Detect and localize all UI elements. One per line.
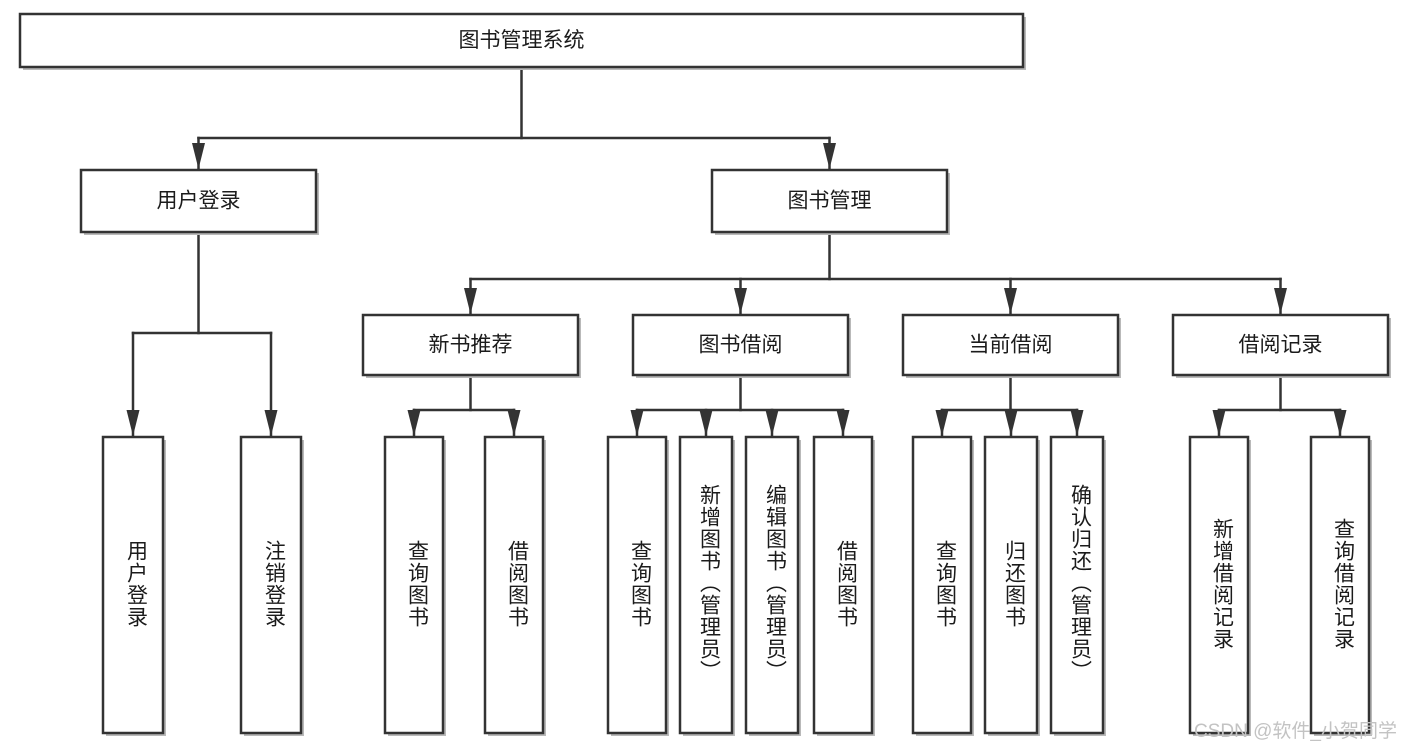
arrow-to-book-borrow xyxy=(734,288,747,314)
node-box-leaf-rec-borrow[interactable] xyxy=(483,435,545,735)
node-label-borrow-record: 借阅记录 xyxy=(1239,334,1323,357)
node-box-leaf-borrow-query[interactable] xyxy=(606,435,668,735)
watermark-text: CSDN @软件_小贺同学 xyxy=(1194,721,1397,742)
node-box-book-borrow[interactable] xyxy=(631,313,850,377)
node-box-leaf-rec-query2[interactable] xyxy=(1309,435,1371,735)
arrow-to-leaf-rec-add xyxy=(1212,410,1226,436)
arrow-to-leaf-borrow-query xyxy=(630,410,644,436)
arrow-to-book-manage xyxy=(823,143,836,169)
arrow-to-current-borrow xyxy=(1004,288,1017,314)
arrow-to-user-login xyxy=(192,143,205,169)
boxes-layer xyxy=(18,12,1391,736)
node-box-user-login[interactable] xyxy=(79,168,318,234)
node-box-leaf-user-login[interactable] xyxy=(101,435,165,735)
arrow-to-leaf-user-login xyxy=(126,410,140,436)
node-label-book-borrow: 图书借阅 xyxy=(699,334,783,357)
arrow-to-new-book-rec xyxy=(464,288,477,314)
arrow-to-leaf-cur-confirm xyxy=(1070,410,1084,436)
node-box-leaf-cur-query[interactable] xyxy=(911,435,973,735)
arrow-to-leaf-user-logout xyxy=(264,410,278,436)
node-box-leaf-rec-add[interactable] xyxy=(1188,435,1250,735)
node-box-root[interactable] xyxy=(18,12,1025,69)
arrow-to-leaf-rec-borrow xyxy=(507,410,521,436)
node-box-leaf-user-logout[interactable] xyxy=(239,435,303,735)
arrow-to-leaf-borrow-add xyxy=(699,410,713,436)
node-label-root: 图书管理系统 xyxy=(459,29,585,52)
node-box-leaf-cur-return[interactable] xyxy=(983,435,1039,735)
node-label-current-borrow: 当前借阅 xyxy=(969,334,1053,357)
arrow-to-leaf-borrow-do xyxy=(836,410,850,436)
node-box-leaf-borrow-edit[interactable] xyxy=(744,435,800,735)
arrow-to-leaf-rec-query2 xyxy=(1333,410,1347,436)
node-label-book-manage: 图书管理 xyxy=(788,190,872,213)
node-label-user-login: 用户登录 xyxy=(157,190,241,213)
node-box-leaf-rec-query[interactable] xyxy=(383,435,445,735)
arrow-to-borrow-record xyxy=(1274,288,1287,314)
node-box-borrow-record[interactable] xyxy=(1171,313,1390,377)
node-box-leaf-cur-confirm[interactable] xyxy=(1049,435,1105,735)
node-box-leaf-borrow-do[interactable] xyxy=(812,435,874,735)
node-box-new-book-rec[interactable] xyxy=(361,313,580,377)
node-label-new-book-rec: 新书推荐 xyxy=(429,334,513,357)
arrow-to-leaf-cur-query xyxy=(935,410,949,436)
arrow-to-leaf-rec-query xyxy=(407,410,421,436)
node-box-leaf-borrow-add[interactable] xyxy=(678,435,734,735)
node-box-book-manage[interactable] xyxy=(710,168,949,234)
arrow-to-leaf-cur-return xyxy=(1004,410,1018,436)
node-box-current-borrow[interactable] xyxy=(901,313,1120,377)
edges-layer xyxy=(126,65,1347,437)
arrow-to-leaf-borrow-edit xyxy=(765,410,779,436)
